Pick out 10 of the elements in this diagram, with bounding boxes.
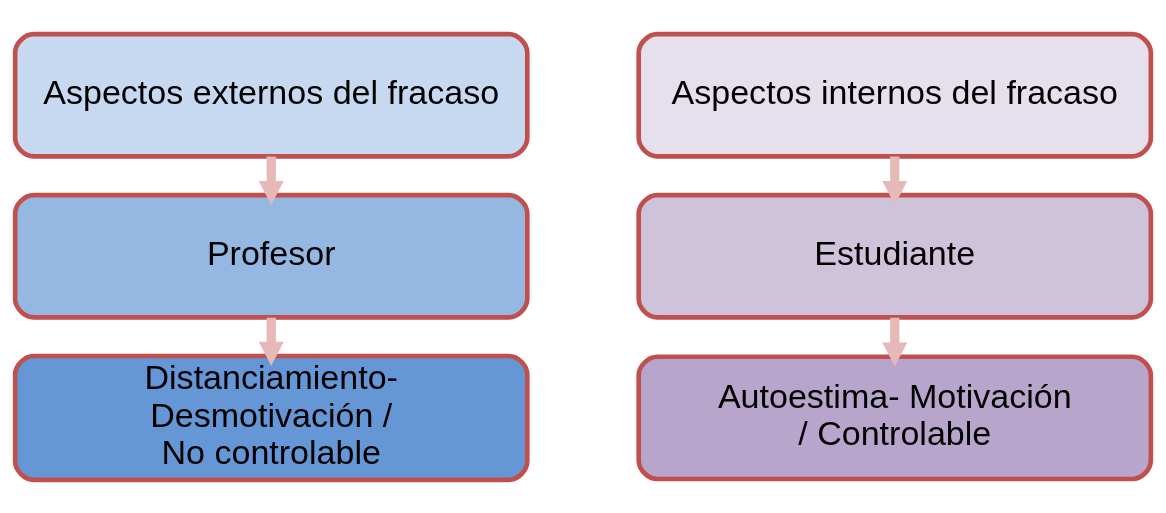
arrow — [882, 156, 908, 205]
node-box: Aspectos internos del fracaso — [636, 31, 1154, 159]
arrow — [258, 317, 284, 366]
node-box: Autoestima- Motivación / Controlable — [636, 354, 1154, 481]
node-box: Aspectos externos del fracaso — [12, 31, 530, 159]
node-box: Distanciamiento- Desmotivación / No controlable — [12, 353, 530, 482]
arrow — [258, 156, 284, 205]
node-box: Estudiante — [636, 192, 1154, 320]
arrow — [882, 317, 908, 366]
node-box: Profesor — [12, 192, 530, 320]
